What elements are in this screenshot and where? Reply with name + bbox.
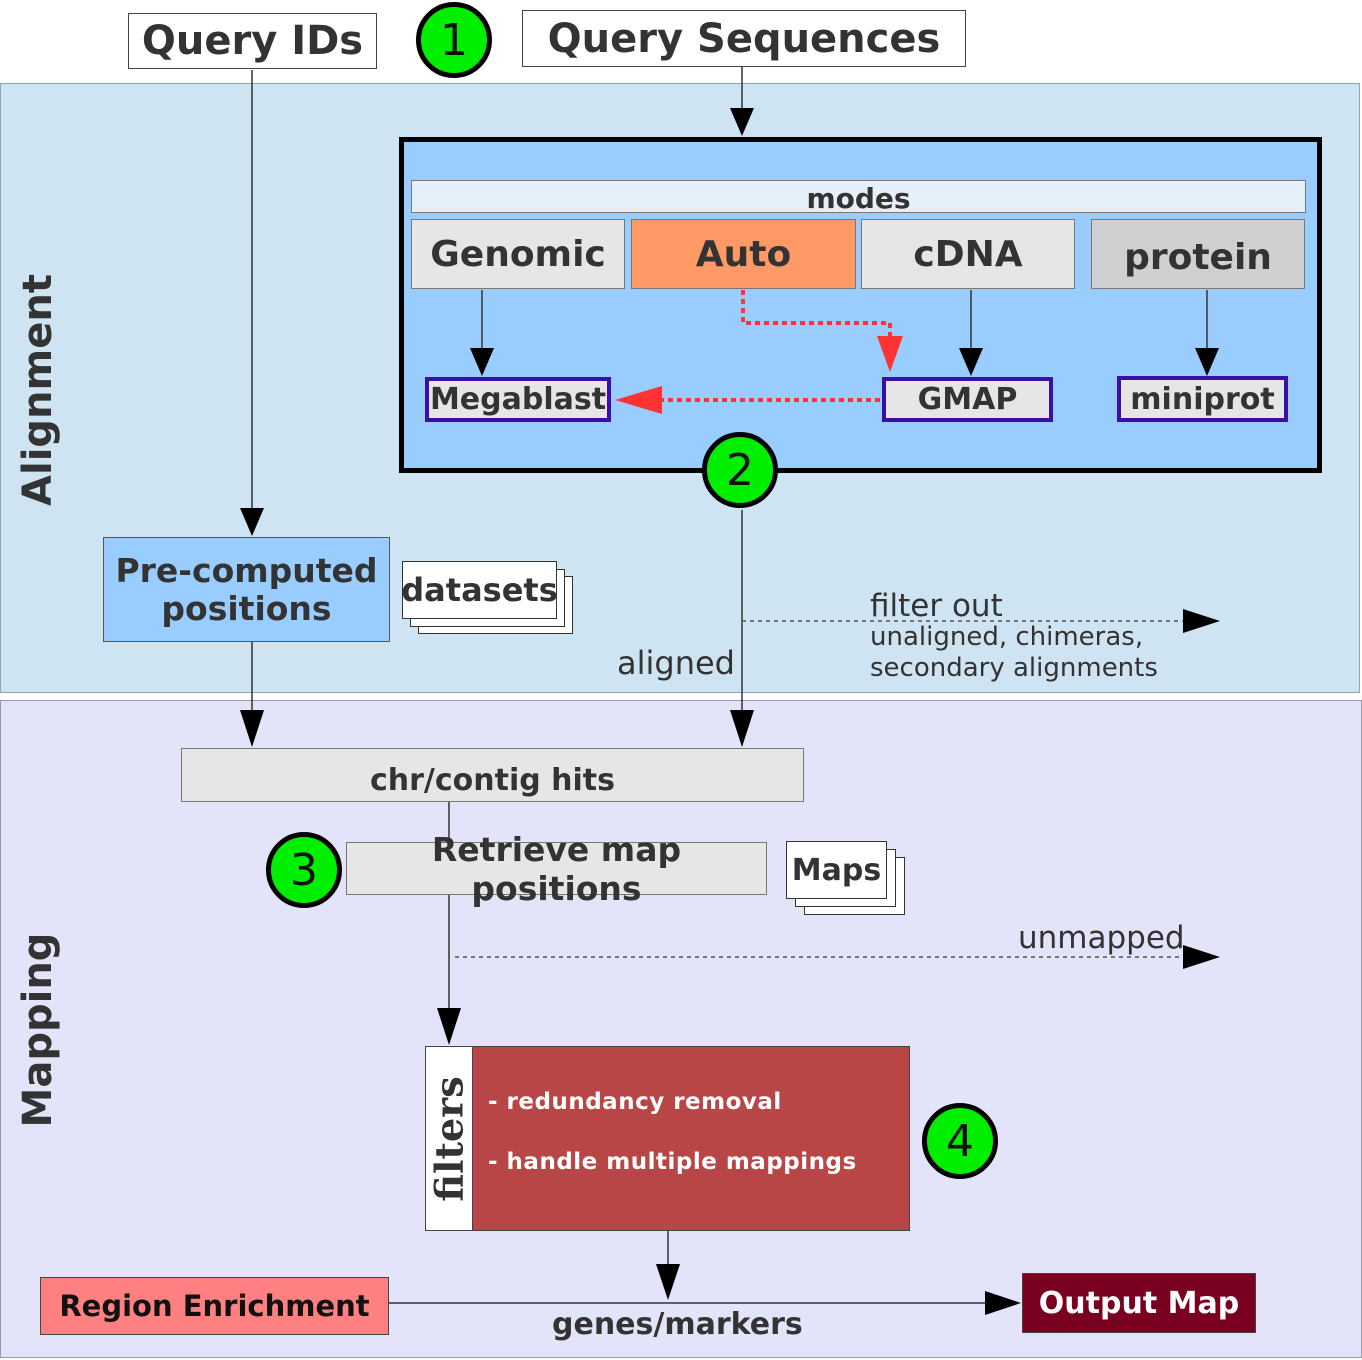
mode-cdna: cDNA [861,219,1075,289]
arrowhead-filters [437,1008,461,1045]
step-4-badge: 4 [922,1103,998,1179]
filter-item-multiple-mappings: - handle multiple mappings [488,1149,857,1175]
modes-header: modes [411,180,1306,215]
arrowhead-auto-gmap [877,336,903,372]
arrowhead-hits-left [240,710,264,747]
step-3-badge: 3 [266,832,342,908]
gmap-tool: GMAP [882,377,1053,422]
arrowhead-miniprot [1195,348,1219,376]
output-map-box: Output Map [1022,1273,1256,1333]
arrowhead-unmapped [1183,945,1220,969]
region-enrichment-box: Region Enrichment [40,1277,389,1335]
filters-label-box: filters [425,1046,473,1231]
arrowhead-megablast [470,348,494,376]
precomputed-line1: Pre-computed [115,550,378,590]
datasets-card: datasets [401,561,558,619]
arrowhead-gmap [959,348,983,376]
query-ids-box: Query IDs [128,13,377,69]
filter-out-label: filter out [870,588,1003,624]
query-sequences-box: Query Sequences [522,10,966,67]
arrowhead-modes [730,108,754,136]
precomputed-positions-box: Pre-computed positions [103,537,390,642]
arrowhead-megablast-fallback [615,386,662,414]
aligned-label: aligned [617,644,735,682]
arrowhead-filter-out [1183,609,1220,633]
filter-item-redundancy: - redundancy removal [488,1089,782,1115]
step-1-badge: 1 [416,2,492,78]
arrowhead-precomputed [240,508,264,536]
step-2-badge: 2 [702,432,778,508]
mode-protein: protein [1091,219,1305,289]
miniprot-tool: miniprot [1117,376,1288,422]
precomputed-line2: positions [161,588,332,628]
arrowhead-output [985,1291,1021,1315]
arrowhead-hits-right [730,710,754,747]
mode-auto: Auto [631,219,856,289]
auto-to-gmap-dotted [741,290,892,338]
filters-box: - redundancy removal - handle multiple m… [472,1046,910,1231]
maps-card: Maps [786,841,887,899]
megablast-tool: Megablast [425,377,611,422]
filter-out-detail-line2: secondary alignments [870,653,1158,683]
genes-markers-label: genes/markers [552,1307,803,1342]
filter-out-detail-line1: unaligned, chimeras, [870,622,1144,652]
unmapped-label: unmapped [1018,920,1185,956]
arrowhead-genes [656,1264,680,1300]
chr-contig-hits-box: chr/contig hits [181,748,804,802]
mapping-panel [0,700,1362,1358]
mode-genomic: Genomic [411,219,625,289]
